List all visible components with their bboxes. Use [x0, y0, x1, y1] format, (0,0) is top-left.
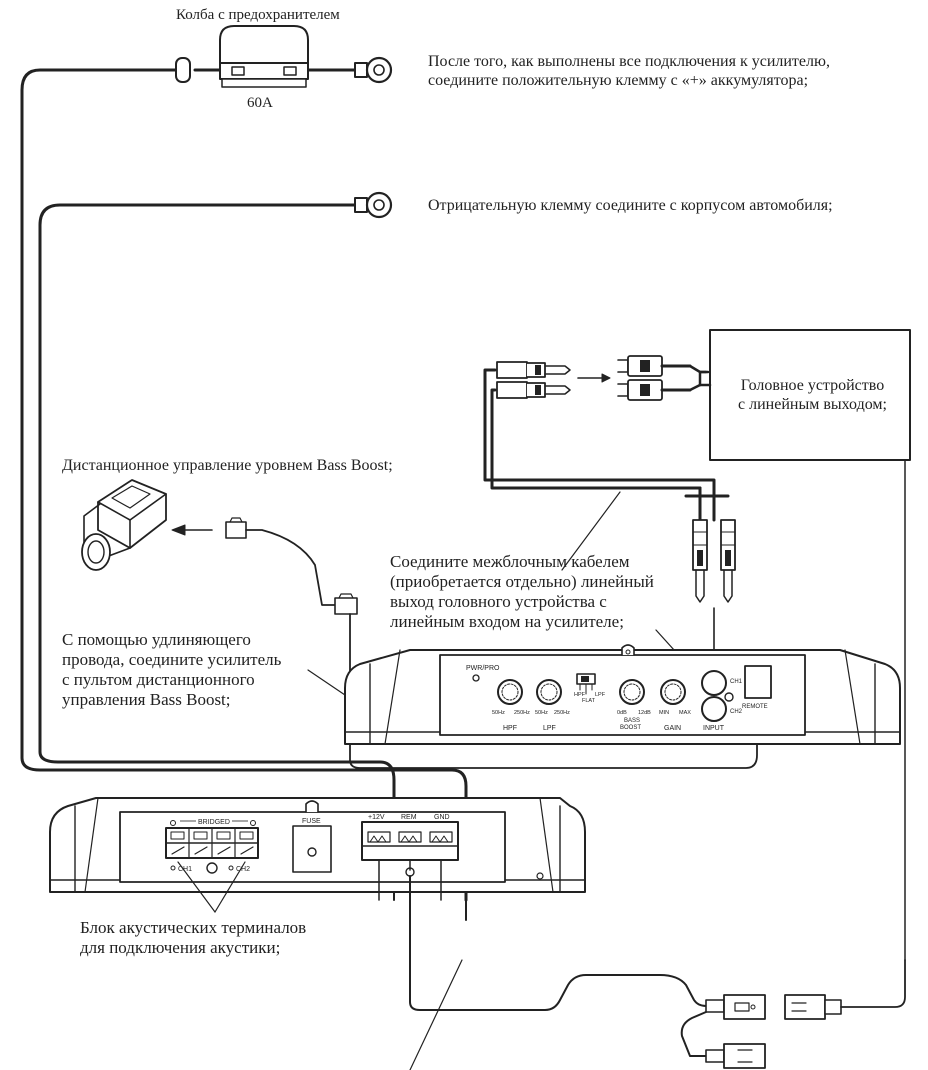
- svg-text:MIN: MIN: [659, 710, 669, 716]
- ground-ring-terminal-icon: [354, 191, 393, 219]
- speaker-block-label: Блок акустических терминалов для подключ…: [80, 918, 307, 958]
- amp-front-labels: PWR/PRO 50Hz 250Hz HPF 50Hz 250Hz LPF HP…: [466, 665, 768, 732]
- svg-text:FLAT: FLAT: [582, 698, 596, 704]
- pointer-line: [177, 861, 216, 913]
- arrow-left-icon: [171, 524, 213, 536]
- svg-text:CH2: CH2: [236, 866, 250, 873]
- hpf-knob: [497, 679, 523, 705]
- power-terminal-block: [361, 821, 459, 901]
- svg-text:12dB: 12dB: [638, 710, 651, 716]
- remote-jack: [744, 665, 772, 699]
- input-led-icon: [724, 692, 734, 702]
- fuse-holder-icon: [219, 25, 309, 88]
- svg-text:50Hz: 50Hz: [492, 710, 505, 716]
- rca-plug-icon: [496, 381, 571, 399]
- svg-text:250Hz: 250Hz: [554, 710, 570, 716]
- bass-remote-title: Дистанционное управление уровнем Bass Bo…: [62, 457, 393, 474]
- svg-text:HPF: HPF: [503, 725, 517, 732]
- bass-remote-icon: [81, 479, 167, 571]
- svg-text:BRIDGED: BRIDGED: [198, 819, 230, 826]
- positive-instruction: После того, как выполнены все подключени…: [428, 53, 830, 90]
- svg-text:+12V: +12V: [368, 814, 385, 821]
- power-cable: [20, 68, 468, 921]
- rca-plug-vertical-icon: [720, 519, 736, 603]
- interconnect-note: Соедините межблочным кабелем (приобретае…: [390, 552, 654, 632]
- svg-text:REM: REM: [401, 814, 417, 821]
- fuse-rating: 60A: [247, 95, 273, 111]
- svg-text:BASS: BASS: [624, 718, 640, 724]
- svg-text:REMOTE: REMOTE: [742, 704, 768, 710]
- wire-tie-icon: [175, 57, 191, 83]
- extension-note: С помощью удлиняющего провода, соедините…: [62, 630, 282, 710]
- gain-knob: [660, 679, 686, 705]
- svg-text:PWR/PRO: PWR/PRO: [466, 665, 500, 672]
- svg-text:LPF: LPF: [595, 692, 606, 698]
- spade-connector-icon: [705, 1043, 766, 1069]
- amp-rear-labels: BRIDGED CH1 CH2 FUSE +12V REM GND: [170, 814, 450, 873]
- svg-text:CH1: CH1: [178, 866, 192, 873]
- filter-switch: [576, 673, 596, 695]
- rca-jack-icon: [617, 355, 710, 377]
- svg-text:FUSE: FUSE: [302, 818, 321, 825]
- svg-text:50Hz: 50Hz: [535, 710, 548, 716]
- head-unit-box: [709, 329, 911, 461]
- rca-input-ch2: [701, 696, 727, 722]
- svg-text:LPF: LPF: [543, 725, 556, 732]
- remote-cable: [225, 517, 758, 769]
- pointer-line: [307, 669, 346, 696]
- pointer-line: [409, 959, 463, 1070]
- svg-text:HPF: HPF: [574, 692, 586, 698]
- rca-input-ch1: [701, 670, 727, 696]
- rca-cable: [483, 368, 730, 522]
- rem-wire: [409, 875, 707, 1057]
- spade-connector-icon: [705, 994, 766, 1020]
- pwr-led-icon: [472, 674, 480, 682]
- fuse-slot: [292, 825, 332, 873]
- speaker-terminal-block: [165, 827, 259, 874]
- svg-text:GND: GND: [434, 814, 450, 821]
- svg-text:CH1: CH1: [730, 679, 743, 685]
- rca-plug-vertical-icon: [692, 519, 708, 603]
- svg-text:0dB: 0dB: [617, 710, 627, 716]
- pointer-line: [214, 861, 246, 913]
- spade-connector-icon: [784, 959, 906, 1020]
- svg-text:GAIN: GAIN: [664, 725, 681, 732]
- head-unit-label: Головное устройство с линейным выходом;: [738, 377, 887, 414]
- svg-text:250Hz: 250Hz: [514, 710, 530, 716]
- ring-terminal-icon: [354, 56, 393, 84]
- bass-boost-knob: [619, 679, 645, 705]
- rca-jack-icon: [617, 379, 702, 401]
- negative-instruction: Отрицательную клемму соедините с корпусо…: [428, 197, 833, 214]
- fuse-holder-title: Колба с предохранителем: [176, 7, 340, 23]
- pointer-line: [561, 491, 621, 571]
- rca-plug-icon: [496, 361, 571, 379]
- svg-text:BOOST: BOOST: [620, 725, 641, 731]
- lpf-knob: [536, 679, 562, 705]
- svg-text:CH2: CH2: [730, 709, 743, 715]
- svg-text:MAX: MAX: [679, 710, 691, 716]
- arrow-right-icon: [577, 373, 611, 383]
- svg-text:INPUT: INPUT: [703, 725, 725, 732]
